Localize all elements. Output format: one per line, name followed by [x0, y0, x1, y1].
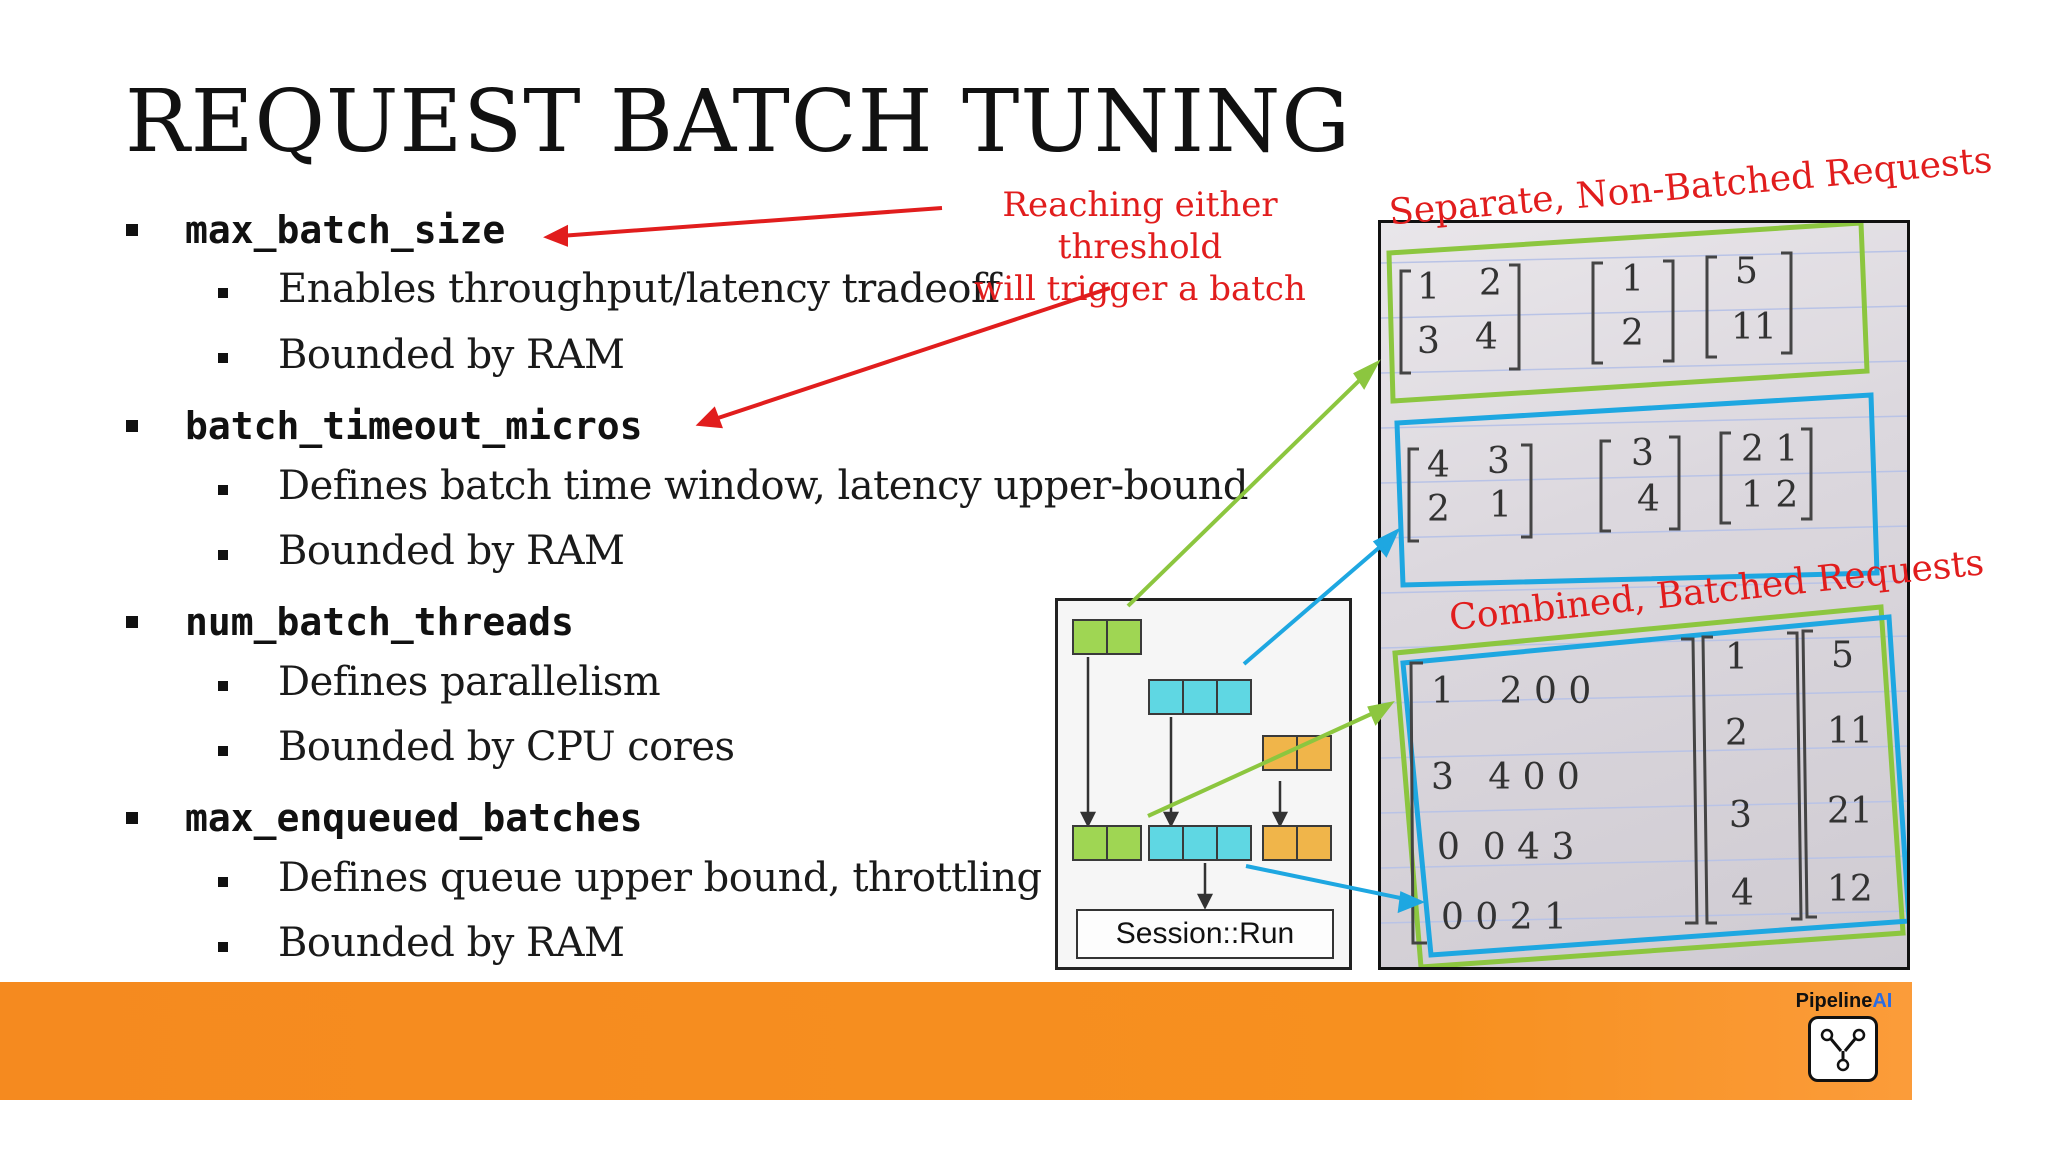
param-max-batch-size: max_batch_size [185, 208, 506, 252]
param-desc: Enables throughput/latency tradeoff [278, 266, 1000, 312]
param-desc: Bounded by CPU cores [278, 724, 735, 770]
bullet-marker [218, 681, 228, 691]
batch-cell [1148, 825, 1184, 861]
request-cell [1148, 679, 1184, 715]
notebook-lines [1381, 223, 1907, 967]
param-desc: Bounded by RAM [278, 920, 625, 966]
batch-cell [1072, 825, 1108, 861]
arrow-head [543, 224, 568, 247]
logo-name: Pipeline [1795, 990, 1873, 1012]
annotation-line: Reaching either threshold [1002, 185, 1278, 267]
session-run-box: Session::Run [1076, 909, 1334, 959]
batch-cell [1296, 825, 1332, 861]
param-desc: Bounded by RAM [278, 332, 625, 378]
request-cell [1182, 679, 1218, 715]
param-max-enqueued-batches: max_enqueued_batches [185, 796, 643, 840]
bullet-marker [218, 288, 228, 298]
pipeline-icon [1808, 1016, 1878, 1082]
annotation-line: will trigger a batch [974, 269, 1306, 309]
param-desc: Defines queue upper bound, throttling [278, 855, 1042, 901]
request-cell [1216, 679, 1252, 715]
pipelineai-logo: PipelineAI [1786, 990, 1902, 1090]
handwritten-matrices-photo: 1 2 3 4 1 2 5 11 4 3 2 1 3 4 2 1 1 2 1 2… [1378, 220, 1910, 970]
bullet-marker [218, 877, 228, 887]
param-desc: Defines parallelism [278, 659, 661, 705]
arrow-head [695, 406, 724, 429]
param-desc: Bounded by RAM [278, 528, 625, 574]
bullet-marker [126, 812, 138, 824]
bullet-marker [218, 353, 228, 363]
batching-diagram: Session::Run [1055, 598, 1352, 970]
param-num-batch-threads: num_batch_threads [185, 600, 574, 644]
footer-band [0, 982, 1912, 1100]
batch-cell [1106, 825, 1142, 861]
bullet-marker [218, 942, 228, 952]
slide-title: REQUEST BATCH TUNING [125, 72, 1352, 172]
param-desc: Defines batch time window, latency upper… [278, 463, 1248, 509]
param-batch-timeout-micros: batch_timeout_micros [185, 404, 643, 448]
request-cell [1072, 619, 1108, 655]
bullet-marker [218, 550, 228, 560]
request-cell [1296, 735, 1332, 771]
bullet-marker [218, 746, 228, 756]
bullet-marker [126, 616, 138, 628]
batch-cell [1262, 825, 1298, 861]
batch-cell [1182, 825, 1218, 861]
batch-cell [1216, 825, 1252, 861]
logo-suffix: AI [1872, 990, 1893, 1012]
request-cell [1262, 735, 1298, 771]
threshold-annotation: Reaching either threshold will trigger a… [930, 184, 1350, 310]
bullet-marker [218, 485, 228, 495]
bullet-marker [126, 224, 138, 236]
bullet-marker [126, 420, 138, 432]
request-cell [1106, 619, 1142, 655]
